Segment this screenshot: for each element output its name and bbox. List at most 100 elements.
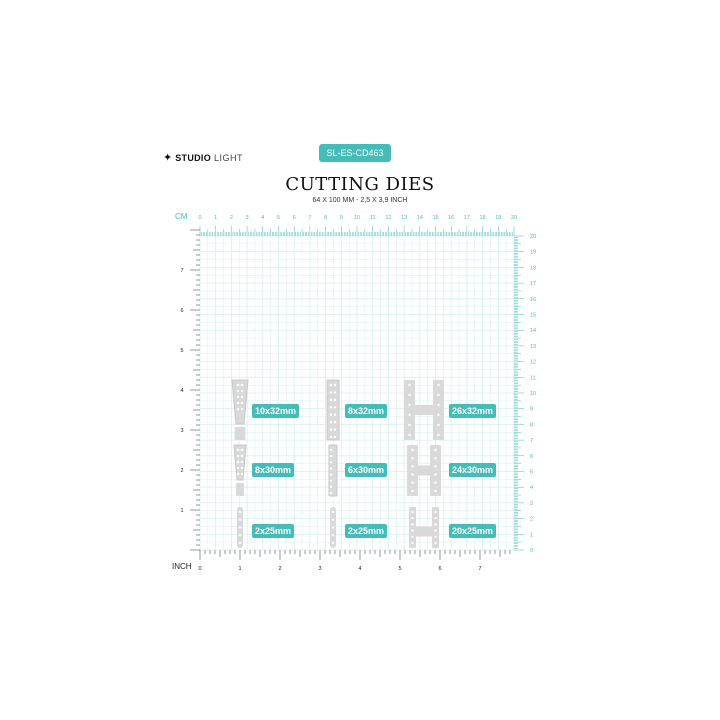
die-shape — [233, 444, 247, 481]
die-hole — [240, 466, 244, 470]
die-hole — [408, 403, 411, 407]
die-hole — [329, 428, 333, 431]
die-hole — [408, 393, 411, 397]
die-hole — [236, 448, 240, 452]
die-size-label: 8x30mm — [252, 463, 295, 477]
die-hole — [434, 535, 437, 538]
cm-tick-label: 18 — [480, 215, 486, 221]
die-hole — [434, 457, 437, 460]
die-hole — [411, 541, 414, 545]
die-hole — [240, 395, 244, 399]
cm-tick-label: 9 — [340, 215, 343, 221]
die-hole — [408, 433, 411, 437]
die-size-label: 2x25mm — [345, 524, 388, 538]
cm-tick-label: 18 — [530, 265, 536, 271]
die-shape — [236, 483, 244, 496]
die-shape — [328, 444, 338, 497]
die-size-label: 24x30mm — [449, 463, 497, 477]
die-size-label: 20x25mm — [449, 524, 497, 538]
die-hole — [329, 413, 333, 416]
die-hole — [437, 423, 440, 427]
die-hole — [411, 510, 414, 514]
cm-tick-label: 19 — [495, 215, 501, 221]
die-hole — [236, 472, 240, 476]
die-hole — [411, 457, 414, 460]
die-size-label: 8x32mm — [345, 404, 388, 418]
inch-tick-label: 4 — [180, 388, 183, 394]
die-size-label: 26x32mm — [449, 404, 497, 418]
die-hole — [240, 383, 244, 387]
die-hole — [240, 472, 244, 476]
die-hole — [333, 406, 337, 409]
inch-unit-label: INCH — [172, 562, 192, 571]
die-hole — [408, 423, 411, 427]
die-hole — [329, 391, 333, 394]
die-hole — [434, 541, 437, 545]
die-hole — [240, 454, 244, 458]
cm-tick-label: 4 — [530, 485, 533, 491]
inch-tick-label: 2 — [278, 566, 281, 572]
cm-tick-label: 11 — [370, 215, 376, 221]
die-hole — [437, 433, 440, 437]
inch-tick-label: 3 — [180, 428, 183, 434]
cm-tick-label: 14 — [417, 215, 423, 221]
cm-tick-label: 12 — [530, 360, 536, 366]
inch-tick-label: 3 — [318, 566, 321, 572]
cm-tick-label: 20 — [511, 215, 517, 221]
die-hole — [434, 510, 437, 514]
inch-tick-label: 6 — [180, 308, 183, 314]
die-size-label: 10x32mm — [252, 404, 300, 418]
die-hole — [434, 465, 437, 468]
brand-name-bold: STUDIO — [175, 152, 212, 163]
cm-tick-label: 11 — [530, 375, 536, 381]
die-hole — [329, 454, 333, 458]
die-hole — [434, 473, 437, 476]
die-hole — [333, 391, 337, 394]
die-hole — [333, 420, 337, 424]
die-hole — [331, 518, 335, 521]
die-hole — [411, 517, 414, 520]
die-hole — [437, 403, 440, 407]
die-hole — [329, 435, 333, 439]
die-hole — [434, 529, 437, 532]
subtitle: 64 X 100 MM - 2,5 X 3,9 INCH — [312, 197, 408, 204]
cm-tick-label: 13 — [401, 215, 407, 221]
inch-tick-label: 1 — [180, 508, 183, 514]
butterfly-icon: ✦ — [163, 152, 173, 164]
cm-tick-label: 1 — [530, 532, 533, 538]
cm-tick-label: 10 — [354, 215, 360, 221]
die-hole — [333, 383, 337, 387]
die-hole — [240, 407, 244, 411]
die-hole — [329, 448, 333, 452]
inch-tick-label: 1 — [238, 566, 241, 572]
die-size-label: 6x30mm — [345, 463, 388, 477]
die-hole — [408, 413, 411, 417]
brand-name-light: LIGHT — [214, 152, 244, 163]
cm-tick-label: 2 — [530, 517, 533, 523]
cm-tick-label: 8 — [530, 422, 533, 428]
die-hole — [236, 466, 240, 470]
product-code-badge: SL-ES-CD463 — [319, 144, 391, 162]
cm-tick-label: 16 — [530, 297, 536, 303]
die-hole — [411, 529, 414, 532]
die-shape — [326, 379, 340, 441]
die-hole — [236, 401, 240, 405]
die-hole — [329, 479, 333, 482]
die-shape — [404, 405, 444, 415]
cm-tick-label: 1 — [214, 215, 217, 221]
die-hole — [329, 398, 333, 402]
die-hole — [437, 393, 440, 397]
cm-tick-label: 15 — [530, 313, 536, 319]
die-hole — [329, 485, 333, 489]
die-hole — [236, 395, 240, 399]
cm-tick-label: 20 — [530, 234, 536, 240]
die-shape — [407, 465, 441, 476]
cm-tick-label: 15 — [432, 215, 438, 221]
cm-tick-label: 12 — [385, 215, 391, 221]
cm-tick-label: 0 — [530, 548, 533, 554]
die-hole — [329, 461, 333, 464]
die-hole — [437, 383, 440, 387]
cm-unit-label: CM — [175, 212, 188, 221]
